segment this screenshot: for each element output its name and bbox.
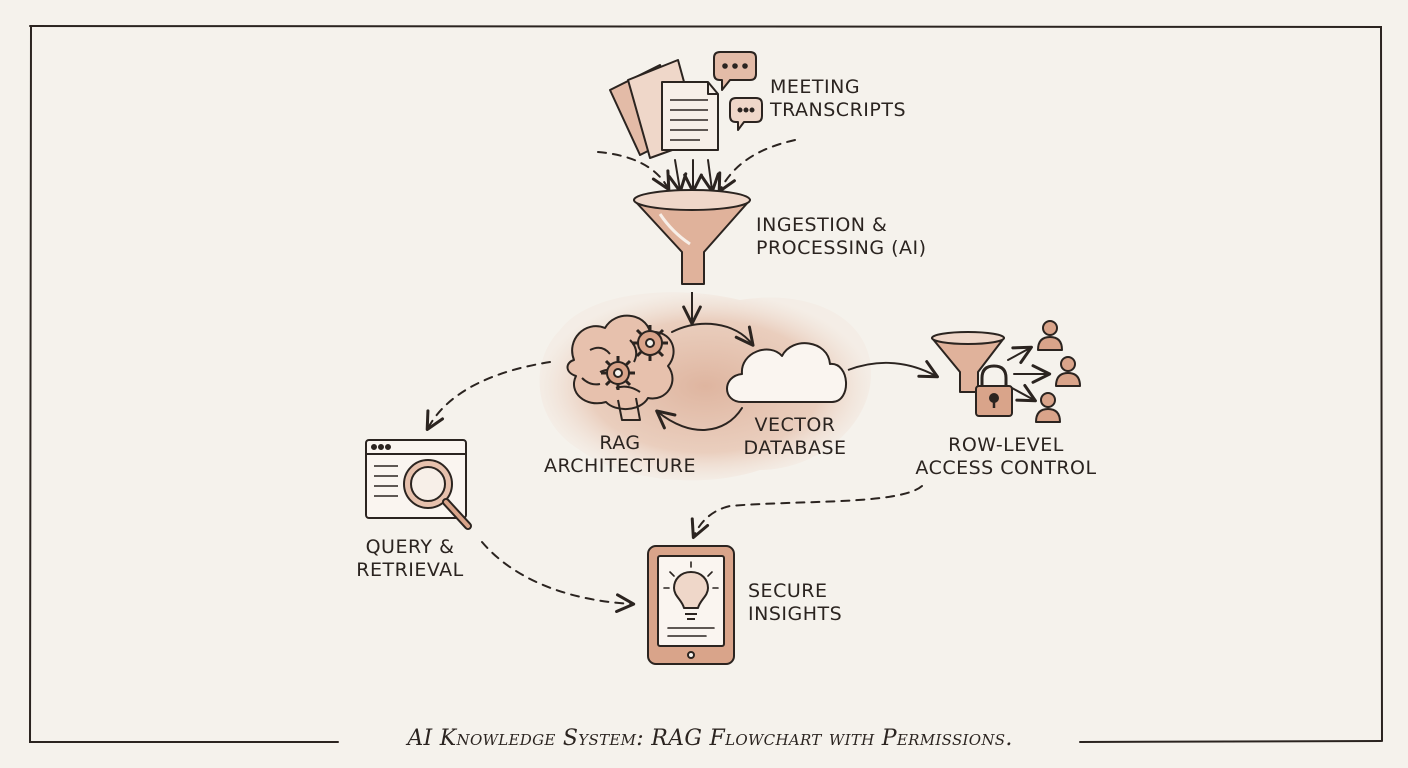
funnel-lock-users-icon: [931, 320, 1081, 423]
label-ingestion: INGESTION & PROCESSING (AI): [756, 214, 927, 259]
cloud-icon: [726, 342, 847, 403]
browser-magnifier-icon: [365, 439, 472, 530]
frame: [28, 25, 1383, 743]
arrow-access-to-insights: [690, 485, 923, 540]
arrow-db-to-access: [847, 360, 939, 379]
arrow-core-to-query: [425, 361, 551, 431]
arrows-into-funnel: [597, 139, 796, 194]
label-vector-database: VECTOR DATABASE: [743, 414, 847, 459]
documents-chat-icon: [609, 51, 763, 159]
diagram-caption: AI Knowledge System: RAG Flowchart with …: [350, 724, 1070, 754]
core-cycle-arrows: [655, 322, 755, 431]
label-access-control: ROW-LEVEL ACCESS CONTROL: [915, 434, 1097, 479]
brain-gears-icon: [566, 314, 675, 421]
funnel-icon: [633, 189, 751, 285]
label-secure-insights: SECURE INSIGHTS: [748, 580, 843, 625]
label-rag-architecture: RAG ARCHITECTURE: [543, 432, 696, 477]
tablet-lightbulb-icon: [647, 545, 735, 665]
arrow-query-to-insights: [481, 541, 636, 613]
label-query-retrieval: QUERY & RETRIEVAL: [356, 536, 464, 581]
label-meeting-transcripts: MEETING TRANSCRIPTS: [770, 76, 907, 121]
